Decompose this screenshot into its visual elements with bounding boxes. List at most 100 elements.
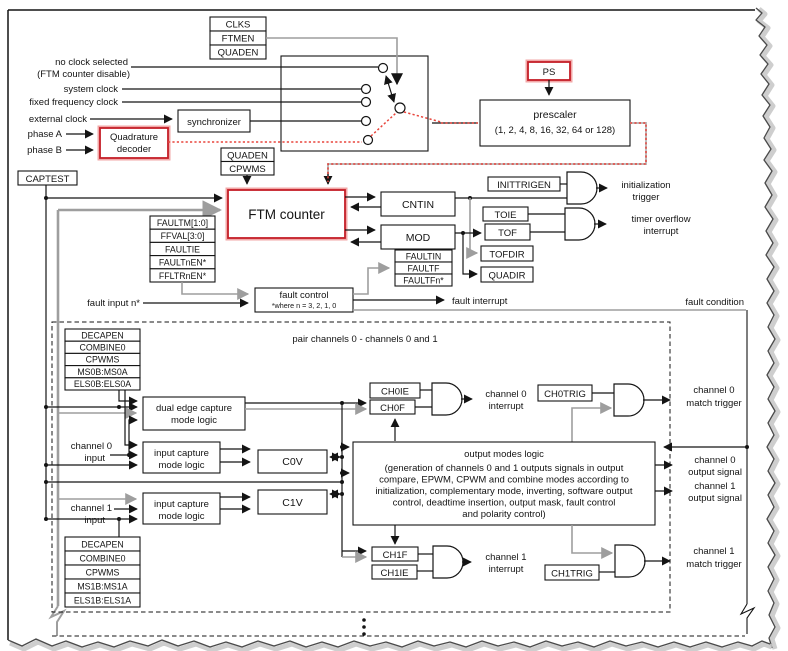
ch0-interrupt-label-2: interrupt bbox=[489, 401, 524, 412]
ch0-input-label-2: input bbox=[84, 453, 105, 464]
ch1-match-label-1: channel 1 bbox=[693, 546, 734, 557]
reg-faultfn: FAULTFn* bbox=[403, 275, 444, 285]
overflow-trigger-section: INITTRIGEN initialization trigger TOIE T… bbox=[480, 171, 691, 283]
fault-input-label: fault input n* bbox=[87, 298, 140, 309]
output-modes-line-4: control, deadtime insertion, output mask… bbox=[393, 498, 616, 509]
dual-edge-label-1: dual edge capture bbox=[156, 403, 232, 414]
reg-quaden: QUADEN bbox=[218, 48, 259, 59]
reg-els1: ELS1B:ELS1A bbox=[74, 596, 131, 606]
reg-faultie: FAULTIE bbox=[165, 244, 200, 254]
reg-quaden2: QUADEN bbox=[227, 151, 268, 162]
output-modes-line-2: compare, EPWM, CPWM and combine modes ac… bbox=[379, 475, 629, 486]
reg-cpwms1: CPWMS bbox=[86, 568, 120, 578]
output-modes-line-3: initialization, complementary mode, inve… bbox=[375, 486, 633, 497]
reg-cpwms: CPWMS bbox=[229, 164, 265, 175]
and-gate-ch0-interrupt bbox=[431, 382, 463, 416]
ps-label: PS bbox=[543, 67, 556, 78]
quadir-label: QUADIR bbox=[489, 271, 526, 282]
reg-ms0: MS0B:MS0A bbox=[77, 367, 127, 377]
reg-combine1: COMBINE0 bbox=[80, 554, 126, 564]
ch0-interrupt-label-1: channel 0 bbox=[485, 389, 526, 400]
fixed-frequency-clock-label: fixed frequency clock bbox=[29, 97, 118, 108]
ch1-output-label-1: channel 1 bbox=[694, 481, 735, 492]
clock-mux bbox=[66, 37, 429, 155]
ch0-match-label-1: channel 0 bbox=[693, 385, 734, 396]
ch0-interrupt-section: CH0IE CH0F channel 0 interrupt bbox=[369, 382, 527, 441]
overflow-label-1: timer overflow bbox=[631, 214, 690, 225]
ftm-counter-box: FTM counter bbox=[225, 187, 348, 241]
ch0f-label: CH0F bbox=[380, 403, 405, 414]
c1v-box: C1V bbox=[220, 489, 341, 515]
reg-faultin: FAULTIN bbox=[406, 251, 442, 261]
ch1-input-label-1: channel 1 bbox=[71, 503, 112, 514]
ch1-interrupt-section: CH1F CH1IE channel 1 interrupt bbox=[371, 545, 527, 580]
ch0trig-label: CH0TRIG bbox=[544, 389, 586, 400]
ch1-interrupt-label-1: channel 1 bbox=[485, 552, 526, 563]
pair-channels-title: pair channels 0 - channels 0 and 1 bbox=[292, 334, 437, 345]
mux-contact-no-clock bbox=[377, 62, 389, 74]
reg-cpwms0: CPWMS bbox=[86, 355, 120, 365]
reg-ffval: FFVAL[3:0] bbox=[161, 231, 205, 241]
ch0-capture-wires bbox=[46, 390, 342, 483]
inittrigen-label: INITTRIGEN bbox=[497, 180, 551, 191]
dual-edge-label-2: mode logic bbox=[171, 415, 217, 426]
quaden-cpwms-stack: QUADEN CPWMS bbox=[220, 147, 275, 185]
captest-label: CAPTEST bbox=[26, 174, 70, 185]
prescaler-values-label: (1, 2, 4, 8, 16, 32, 64 or 128) bbox=[495, 125, 615, 136]
and-gate-ch0-match bbox=[613, 383, 645, 417]
reg-faultf: FAULTF bbox=[407, 263, 440, 273]
toie-label: TOIE bbox=[495, 210, 517, 221]
ch0-input-capture-label-2: mode logic bbox=[159, 460, 205, 471]
ch1-input-label-2: input bbox=[84, 515, 105, 526]
c0v-label: C0V bbox=[282, 456, 302, 468]
highlighted-clock-path bbox=[168, 111, 647, 185]
ch1ie-label: CH1IE bbox=[381, 568, 409, 579]
fault-control-note: *where n = 3, 2, 1, 0 bbox=[272, 301, 337, 310]
ch0-output-label-2: output signal bbox=[688, 467, 742, 478]
and-gate-ch1-interrupt bbox=[432, 545, 464, 579]
ch1-input-capture-label-1: input capture bbox=[154, 499, 209, 510]
tof-label: TOF bbox=[498, 228, 517, 239]
ftm-counter-label: FTM counter bbox=[248, 207, 325, 222]
and-gate-ch1-match bbox=[614, 544, 646, 578]
reg-els0: ELS0B:ELS0A bbox=[74, 379, 131, 389]
ch0-match-label-2: match trigger bbox=[686, 398, 741, 409]
external-clock-label: external clock bbox=[29, 114, 87, 125]
pair-channels-box: pair channels 0 - channels 0 and 1 bbox=[51, 321, 745, 637]
ps-box: PS bbox=[525, 59, 573, 96]
no-clock-label-2: (FTM counter disable) bbox=[37, 69, 130, 80]
captest-box: CAPTEST bbox=[17, 170, 78, 186]
ch0ie-label: CH0IE bbox=[381, 387, 409, 398]
cntin-label: CNTIN bbox=[402, 199, 434, 211]
more-channels-ellipsis bbox=[362, 618, 366, 636]
output-modes-line-1: (generation of channels 0 and 1 outputs … bbox=[385, 463, 624, 474]
and-gate-overflow bbox=[564, 207, 596, 241]
overflow-label-2: interrupt bbox=[644, 226, 679, 237]
quadrature-decoder-box: Quadrature decoder bbox=[97, 125, 171, 161]
ch1f-label: CH1F bbox=[383, 550, 408, 561]
ch1-output-label-2: output signal bbox=[688, 493, 742, 504]
fault-interrupt-label: fault interrupt bbox=[452, 296, 508, 307]
quadrature-decoder-label-1: Quadrature bbox=[110, 132, 158, 143]
ch0-input-capture-box: input capture mode logic channel 0 input bbox=[71, 441, 221, 474]
no-clock-label-1: no clock selected bbox=[55, 57, 128, 68]
c0v-box: C0V bbox=[220, 444, 341, 474]
output-modes-title: output modes logic bbox=[464, 449, 544, 460]
ch1-config-stack: DECAPEN COMBINE0 CPWMS MS1B:MS1A ELS1B:E… bbox=[64, 536, 141, 608]
ch0-output-label-1: channel 0 bbox=[694, 455, 735, 466]
mux-contact-quadrature bbox=[362, 134, 374, 146]
reg-decapen1: DECAPEN bbox=[81, 540, 124, 550]
prescaler-label: prescaler bbox=[533, 109, 577, 121]
reg-ms1: MS1B:MS1A bbox=[77, 582, 127, 592]
synchronizer-label: synchronizer bbox=[187, 117, 241, 128]
ch1-match-label-2: match trigger bbox=[686, 559, 741, 570]
c1v-label: C1V bbox=[282, 497, 302, 509]
dual-edge-capture-box: dual edge capture mode logic bbox=[142, 396, 246, 431]
page-border bbox=[7, 9, 755, 640]
reg-clks: CLKS bbox=[226, 20, 251, 31]
reg-faultm: FAULTM[1:0] bbox=[157, 218, 208, 228]
ch0-config-stack: DECAPEN COMBINE0 CPWMS MS0B:MS0A ELS0B:E… bbox=[64, 328, 141, 391]
fault-control-section: fault input n* fault control *where n = … bbox=[87, 249, 756, 634]
and-gate-init-trigger bbox=[566, 171, 598, 205]
mux-pole bbox=[394, 102, 406, 114]
